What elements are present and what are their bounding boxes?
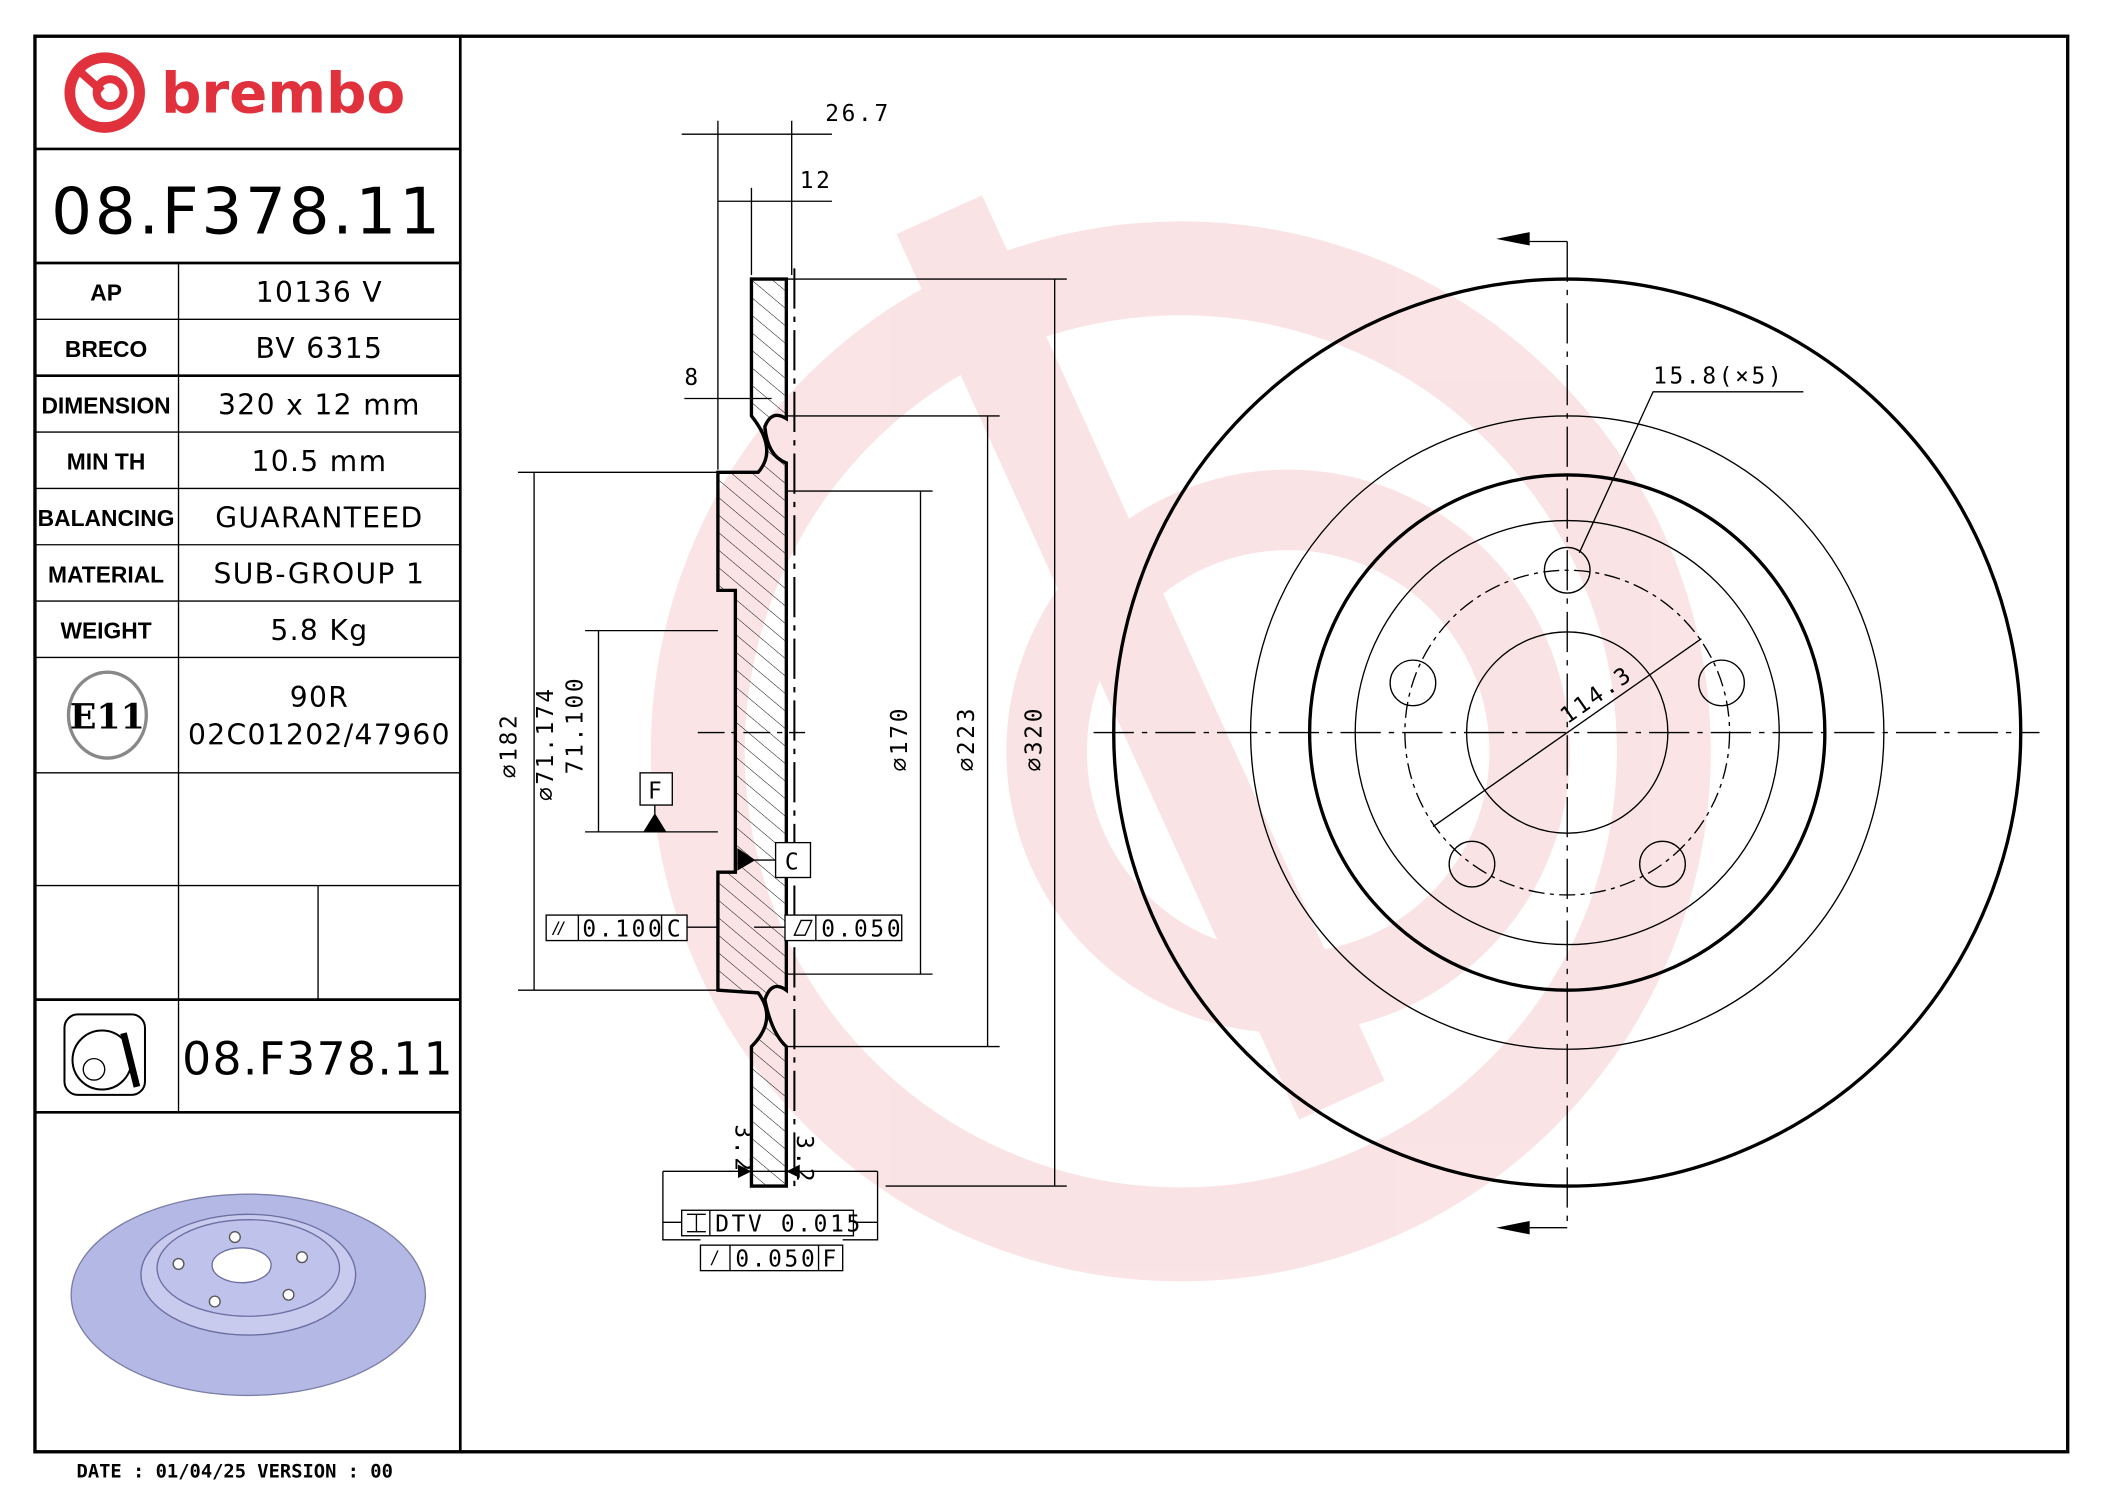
part-number: 08.F378.11 [51,174,443,249]
dimensions-thickness: 12 [800,168,833,194]
front-view: 114.3 15.8(×5) [1093,232,2040,1235]
approval-line2: 02C01202/47960 [188,719,451,752]
dimensions-d182: ⌀182 [497,713,523,779]
spec-label: AP [90,280,122,306]
spec-value: SUB-GROUP 1 [214,558,426,591]
tolerances-datum-c: C [785,849,801,875]
tolerances-flatness-value: 0.050 [821,917,903,943]
spec-label: BRECO [65,336,147,362]
disc-icon [63,1013,146,1096]
approval-line1: 90R [290,681,349,714]
section-view: 26.7 12 8 ⌀320 ⌀223 ⌀170 ⌀182 ⌀71.174 71… [497,101,1067,1273]
brand-name: brembo [161,62,405,127]
dimensions-overall-width: 26.7 [825,101,891,127]
bolt-hole [1543,546,1591,594]
dimensions-hat-thickness: 8 [684,365,700,391]
tolerances-runout-datum: F [823,1247,839,1273]
footer-part-number: 08.F378.11 [182,1033,454,1086]
bolt-hole [1448,840,1496,888]
svg-text://: // [551,918,565,939]
spec-label: MATERIAL [48,561,164,587]
tolerances-roughness: 3.2 [729,1124,755,1173]
spec-label: WEIGHT [60,618,151,644]
spec-value: 5.8 Kg [270,614,368,647]
dimensions-d320: ⌀320 [1021,706,1047,772]
dimensions-center-bore-min: 71.100 [562,676,588,774]
dimensions-bolt-hole: 15.8(×5) [1653,364,1784,390]
spec-label: BALANCING [38,505,175,531]
dimensions-center-bore: ⌀71.174 [533,686,559,801]
brembo-logo: brembo [64,52,405,133]
drawing-frame [33,34,2070,1454]
bolt-hole [1698,659,1746,707]
dimensions-d170: ⌀170 [887,706,913,772]
spec-value: 10.5 mm [251,445,387,478]
bolt-hole [1389,659,1437,707]
dimensions-d223: ⌀223 [954,706,980,772]
spec-value: BV 6315 [256,332,384,365]
homologation-mark: E11 [70,697,145,738]
tolerances-datum-f: F [648,778,664,804]
spec-value: GUARANTEED [215,501,423,534]
tolerances-runout-value: 0.050 [735,1247,817,1273]
spec-label: DIMENSION [41,392,170,418]
spec-label: MIN TH [67,449,146,475]
tolerances-parallelism-value: 0.100 [582,917,664,943]
spec-value: 320 x 12 mm [218,389,421,422]
tolerances-parallelism-datum: C [667,917,683,943]
spec-value: 10136 V [256,276,383,309]
tolerances-dtv: DTV 0.015 [715,1212,863,1238]
e11-mark [66,670,148,760]
bolt-hole [1639,840,1686,888]
disc-render [70,1193,427,1397]
brembo-watermark [650,195,1711,1282]
footer-date-version: DATE : 01/04/25 VERSION : 00 [77,1461,393,1482]
spec-table: AP 10136 V BRECO BV 6315 DIMENSION 320 x… [34,262,461,1114]
tolerances-roughness: 3.2 [791,1135,817,1184]
